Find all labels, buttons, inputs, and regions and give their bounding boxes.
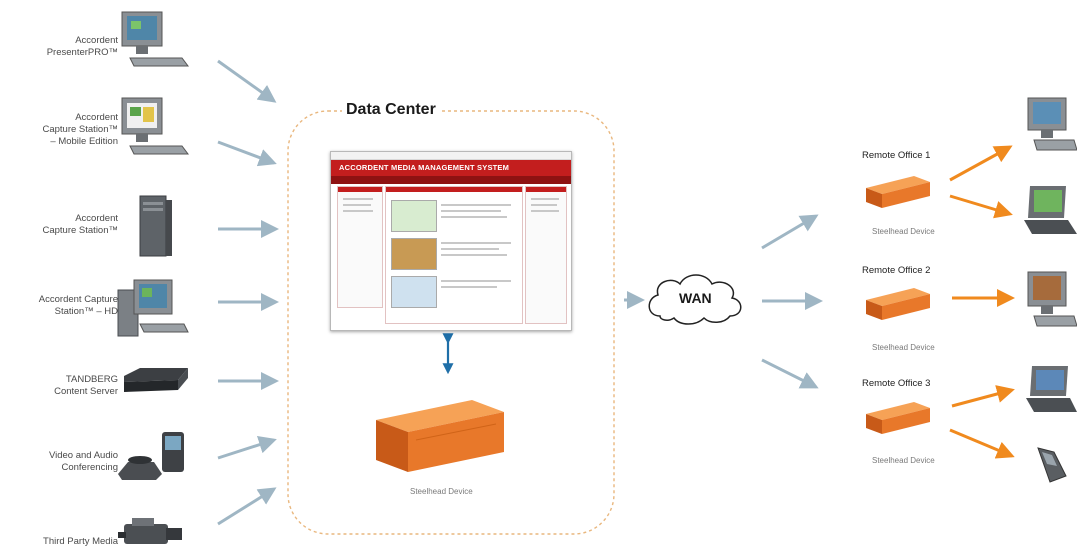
data-center-device-label: Steelhead Device [410,487,473,496]
remote-office-device-label: Steelhead Device [872,343,935,352]
source-label: Accordent Capture Station™ – Mobile Edit… [42,112,118,147]
source-arrow [217,140,277,167]
office-endpoint-arrows [949,145,1015,459]
source-label: TANDBERG Content Server [54,374,118,397]
steelhead-device-icon [376,390,504,472]
mobile-device-icon [1037,447,1067,483]
remote-office-label: Remote Office 1 [862,150,931,161]
app-left-panel [337,186,383,308]
steelhead-device-icon [866,402,930,434]
wan-office-arrows [761,214,823,389]
desktop-computer-icon [1027,97,1077,151]
steelhead-device-icon [866,176,930,208]
app-thumbnail [391,276,437,308]
remote-office-device-label: Steelhead Device [872,456,935,465]
remote-office-label: Remote Office 3 [862,378,931,389]
source-label: Accordent Capture Station™ – HD [38,294,118,317]
source-label: Video and Audio Conferencing [48,450,118,473]
wan-label: WAN [679,290,712,306]
video-camera-icon [118,518,182,544]
wan-cloud-icon [648,274,742,325]
app-top-bar [331,152,571,160]
app-nav-bar [331,176,571,184]
app-title: ACCORDENT MEDIA MANAGEMENT SYSTEM [331,160,571,176]
laptop-icon [1026,366,1077,412]
desktop-computer-icon [1027,271,1077,327]
app-thumbnail [391,238,437,270]
desktop-computer-icon [121,97,189,155]
source-label: Accordent PresenterPRO™ [46,35,118,58]
source-arrows [217,59,279,526]
app-thumbnail [391,200,437,232]
source-label: Accordent Capture Station™ [42,213,118,236]
steelhead-device-icon [866,288,930,320]
source-label: Third Party Media [43,536,118,547]
conferencing-phone-icon [118,432,184,480]
content-server-icon [124,368,188,392]
tower-computer-icon [139,195,172,257]
laptop-icon [1024,186,1077,234]
data-center-box [287,110,615,535]
source-arrow [217,59,277,103]
data-center-title: Data Center [342,101,440,119]
media-management-app-screenshot: ACCORDENT MEDIA MANAGEMENT SYSTEM [330,151,572,331]
desktop-computer-icon [121,11,189,67]
remote-office-device-label: Steelhead Device [872,227,935,236]
workstation-computer-icon [117,279,189,337]
app-right-panel [525,186,567,324]
remote-office-label: Remote Office 2 [862,265,931,276]
source-arrow [217,487,277,526]
source-arrow [217,436,277,460]
